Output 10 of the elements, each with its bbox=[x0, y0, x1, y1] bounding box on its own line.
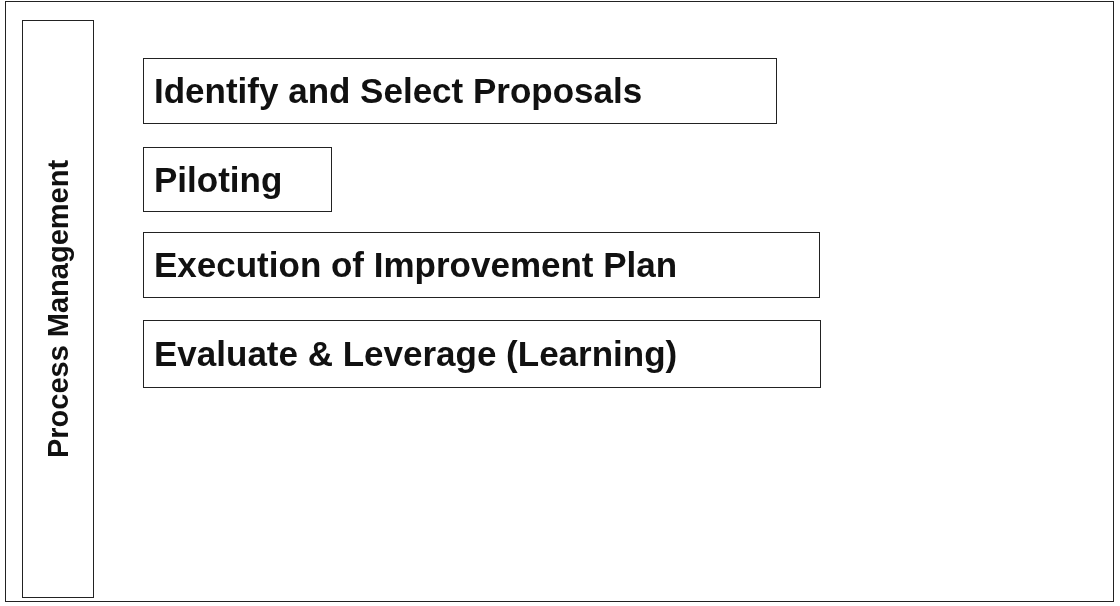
vertical-band bbox=[22, 20, 94, 598]
process-box bbox=[143, 147, 332, 212]
step-label: Identify and Select Proposals bbox=[154, 71, 643, 111]
step-label: Execution of Improvement Plan bbox=[154, 245, 678, 285]
process-box bbox=[143, 58, 777, 124]
step-label: Piloting bbox=[154, 159, 283, 200]
process-box bbox=[143, 320, 821, 388]
step-label: Evaluate & Leverage (Learning) bbox=[154, 334, 678, 374]
band-title: Process Management bbox=[41, 159, 75, 459]
process-box bbox=[143, 232, 820, 298]
